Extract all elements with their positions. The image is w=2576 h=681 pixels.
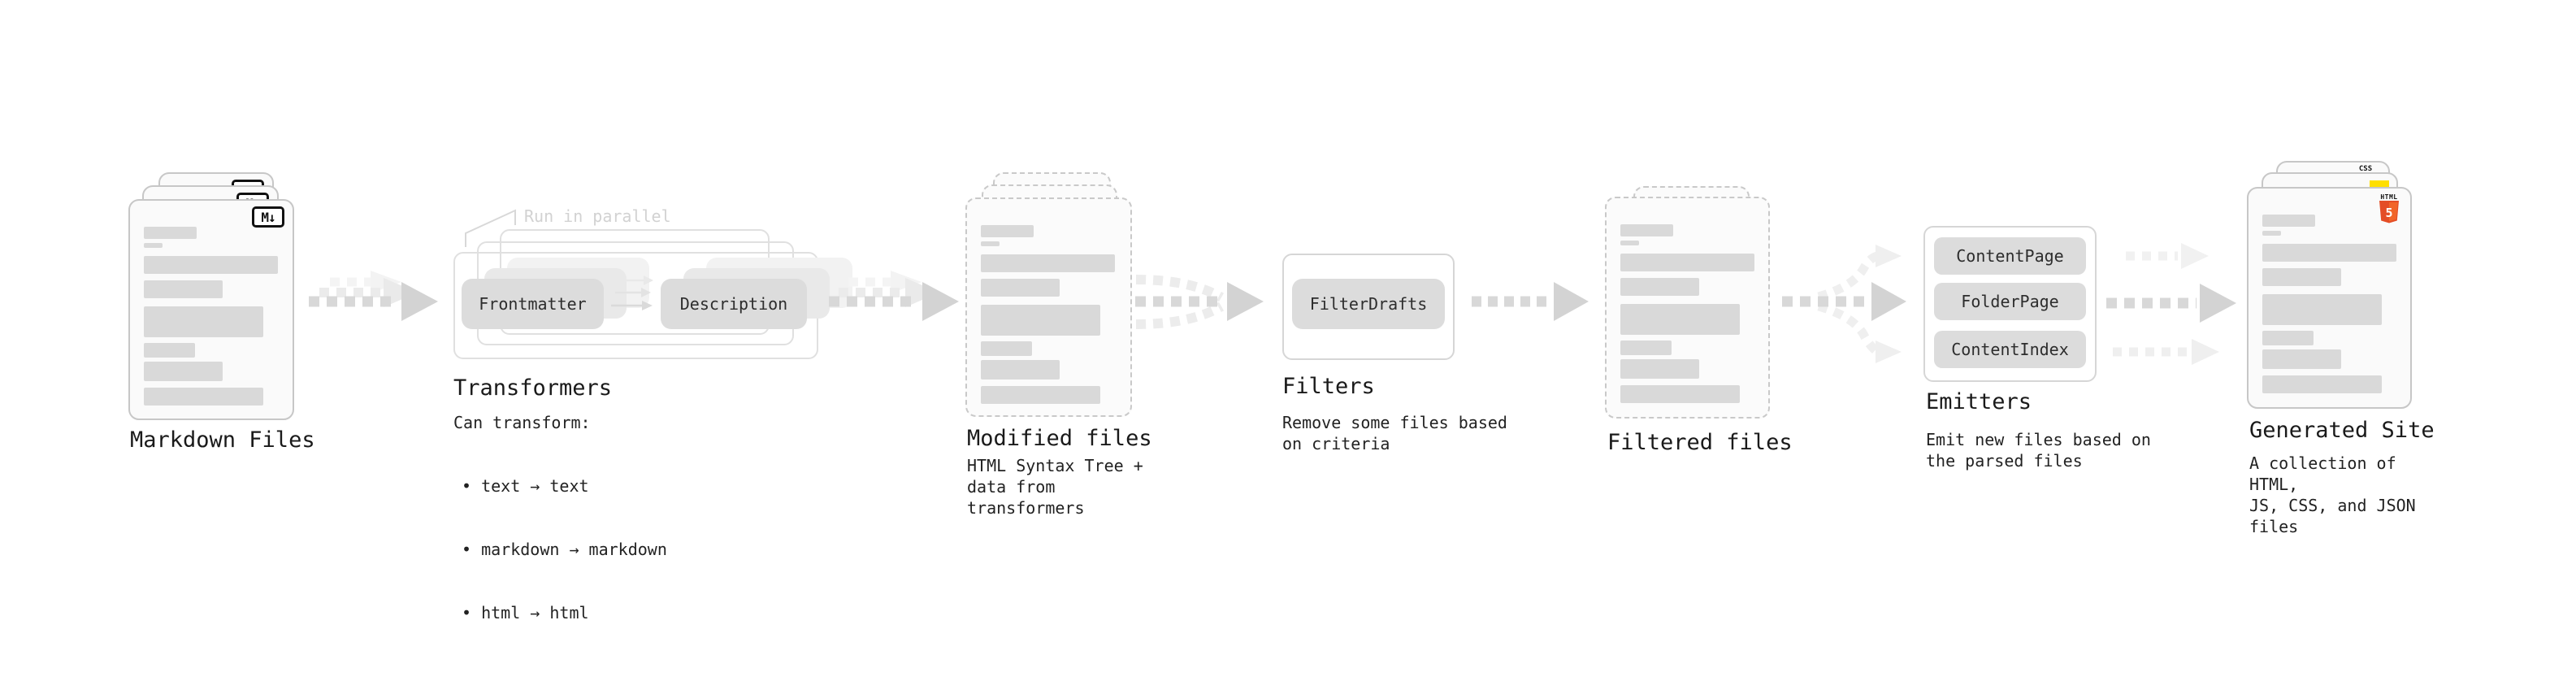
chip-description: Description bbox=[661, 279, 807, 329]
flow-arrow-filtered-to-emitters bbox=[1782, 245, 1906, 363]
chip-contentpage: ContentPage bbox=[1934, 237, 2086, 275]
annotation-run-in-parallel: Run in parallel bbox=[524, 206, 671, 226]
flow-arrow-filters-to-filtered bbox=[1472, 282, 1589, 321]
node-label: Modified files bbox=[967, 426, 1152, 451]
parallel-arrows-icon bbox=[611, 275, 653, 310]
node-label: Filtered files bbox=[1607, 430, 1793, 455]
node-label: Markdown Files bbox=[130, 427, 315, 453]
file-card bbox=[1605, 197, 1770, 419]
bullet-item: • html → html bbox=[462, 603, 589, 622]
placeholder-bar bbox=[144, 227, 197, 239]
placeholder-bar bbox=[981, 305, 1100, 336]
placeholder-bar bbox=[144, 280, 223, 298]
placeholder-bar bbox=[1620, 254, 1754, 271]
bullet-item: • markdown → markdown bbox=[462, 540, 667, 559]
node-label: Filters bbox=[1282, 374, 1375, 399]
placeholder-bar bbox=[981, 241, 1000, 246]
bullet-item: • text → text bbox=[462, 476, 589, 496]
placeholder-bar bbox=[2262, 331, 2314, 345]
placeholder-bar bbox=[981, 279, 1060, 297]
placeholder-bar bbox=[144, 388, 263, 406]
node-subheading: Can transform: bbox=[453, 413, 591, 432]
placeholder-bar bbox=[2262, 244, 2396, 262]
placeholder-bar bbox=[2262, 231, 2281, 236]
placeholder-bar bbox=[1620, 278, 1699, 296]
chip-frontmatter: Frontmatter bbox=[462, 279, 604, 329]
node-label: Generated Site bbox=[2249, 418, 2435, 443]
placeholder-bar bbox=[144, 343, 195, 358]
file-card: M↓ bbox=[128, 199, 294, 420]
placeholder-bar bbox=[2262, 349, 2341, 369]
placeholder-bar bbox=[1620, 241, 1639, 245]
node-filtered-files: Filtered files bbox=[1605, 186, 1800, 479]
placeholder-bar bbox=[981, 386, 1100, 404]
placeholder-bar bbox=[144, 306, 263, 337]
chip-contentindex: ContentIndex bbox=[1934, 331, 2086, 368]
filters-box bbox=[1282, 254, 1455, 360]
file-card: HTML 5 bbox=[2247, 187, 2412, 409]
node-generated-site: CSS HTML 5 Generated Site A collection o… bbox=[2247, 160, 2442, 536]
placeholder-bar bbox=[144, 256, 278, 274]
placeholder-bar bbox=[1620, 385, 1740, 403]
html5-number: 5 bbox=[2385, 206, 2392, 220]
placeholder-bar bbox=[144, 243, 163, 248]
node-markdown-files: M↓ M↓ M↓ Markdown Files bbox=[128, 172, 323, 453]
flow-arrow-markdown-to-transformers bbox=[309, 271, 438, 321]
node-description: Emit new files based on the parsed files bbox=[1926, 430, 2151, 471]
emitters-box bbox=[1923, 226, 2097, 382]
flow-arrow-transformers-to-modified bbox=[829, 271, 959, 321]
node-label: Transformers bbox=[453, 375, 613, 401]
chip-filterdrafts: FilterDrafts bbox=[1292, 279, 1445, 329]
transform-bullet-list: • text → text • markdown → markdown • ht… bbox=[462, 433, 667, 666]
placeholder-bar bbox=[981, 341, 1032, 356]
placeholder-bar bbox=[144, 362, 223, 381]
placeholder-bar bbox=[2262, 375, 2382, 393]
flow-arrow-emitters-to-generated bbox=[2106, 243, 2236, 365]
placeholder-bar bbox=[981, 254, 1115, 272]
node-label: Emitters bbox=[1926, 389, 2032, 414]
markdown-icon: M↓ bbox=[252, 206, 284, 228]
node-modified-files: Modified files HTML Syntax Tree + data f… bbox=[965, 172, 1160, 518]
node-filters: FilterDrafts Filters Remove some files b… bbox=[1282, 254, 1550, 465]
placeholder-bar bbox=[981, 360, 1060, 380]
placeholder-bar bbox=[2262, 215, 2315, 227]
node-description: Remove some files based on criteria bbox=[1282, 413, 1507, 453]
html5-icon: HTML 5 bbox=[2378, 193, 2400, 223]
chip-folderpage: FolderPage bbox=[1934, 283, 2086, 320]
placeholder-bar bbox=[1620, 304, 1740, 335]
node-description: HTML Syntax Tree + data from transformer… bbox=[967, 456, 1143, 518]
placeholder-bar bbox=[2262, 294, 2382, 325]
node-transformers: Run in parallel Frontmatter Description … bbox=[453, 206, 852, 622]
placeholder-bar bbox=[1620, 224, 1673, 236]
placeholder-bar bbox=[2262, 268, 2341, 286]
placeholder-bar bbox=[1620, 340, 1672, 355]
node-emitters: ContentPage FolderPage ContentIndex Emit… bbox=[1923, 226, 2192, 486]
html5-shield: 5 bbox=[2379, 201, 2399, 223]
annotation-leader-line bbox=[465, 209, 516, 247]
placeholder-bar bbox=[981, 225, 1034, 237]
node-description: A collection of HTML, JS, CSS, and JSON … bbox=[2249, 453, 2416, 536]
flow-arrow-modified-to-filters bbox=[1135, 275, 1264, 329]
placeholder-bar bbox=[1620, 359, 1699, 379]
file-card bbox=[965, 197, 1132, 417]
